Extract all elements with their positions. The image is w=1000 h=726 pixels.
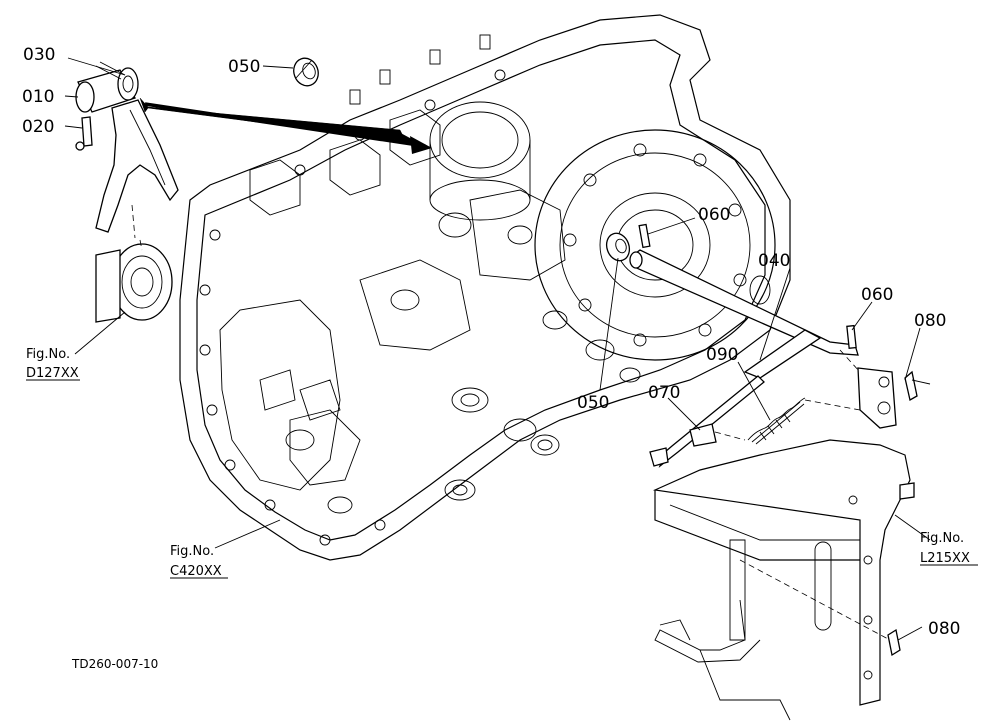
callout-090: 090 xyxy=(706,345,738,365)
callout-labels: 030 010 020 050 060 040 060 080 090 070 … xyxy=(22,45,960,639)
callout-050-mid: 050 xyxy=(577,393,609,413)
transmission-housing xyxy=(179,14,791,561)
coupler-assembly xyxy=(95,239,173,323)
callout-070: 070 xyxy=(648,383,680,403)
oil-seal-top xyxy=(293,57,319,87)
figure-ref-label: Fig.No. xyxy=(920,531,964,546)
shift-rod-040 xyxy=(629,249,897,429)
figure-ref-c420: Fig.No. C420XX xyxy=(170,544,228,579)
oil-seal-mid xyxy=(605,232,631,262)
callout-020: 020 xyxy=(22,117,54,137)
figure-ref-number: D127XX xyxy=(26,366,79,381)
shift-fork-assembly xyxy=(75,61,179,239)
spring-pin-060-lower xyxy=(846,324,857,349)
leader-lines xyxy=(64,57,931,641)
cover-bracket xyxy=(652,439,915,721)
spring-pin-060-upper xyxy=(638,223,651,249)
callout-060-lower: 060 xyxy=(861,285,893,305)
figure-ref-label: Fig.No. xyxy=(170,544,214,559)
callout-050-top: 050 xyxy=(228,57,260,77)
callout-080-lower: 080 xyxy=(928,619,960,639)
figure-ref-label: Fig.No. xyxy=(26,347,70,362)
link-rod-070 xyxy=(649,375,765,468)
figure-ref-d127: Fig.No. D127XX xyxy=(26,347,80,381)
callout-040: 040 xyxy=(758,251,790,271)
figure-ref-number: C420XX xyxy=(170,564,222,579)
figure-ref-l215: Fig.No. L215XX xyxy=(920,531,978,566)
callout-080-upper: 080 xyxy=(914,311,946,331)
callout-060-upper: 060 xyxy=(698,205,730,225)
figure-ref-number: L215XX xyxy=(920,551,970,566)
tension-spring-090 xyxy=(714,397,861,445)
callout-030: 030 xyxy=(23,45,55,65)
installation-arrow xyxy=(139,97,432,154)
drawing-code: TD260-007-10 xyxy=(71,657,158,671)
callout-010: 010 xyxy=(22,87,54,107)
cotter-pin-080-upper xyxy=(904,370,931,401)
